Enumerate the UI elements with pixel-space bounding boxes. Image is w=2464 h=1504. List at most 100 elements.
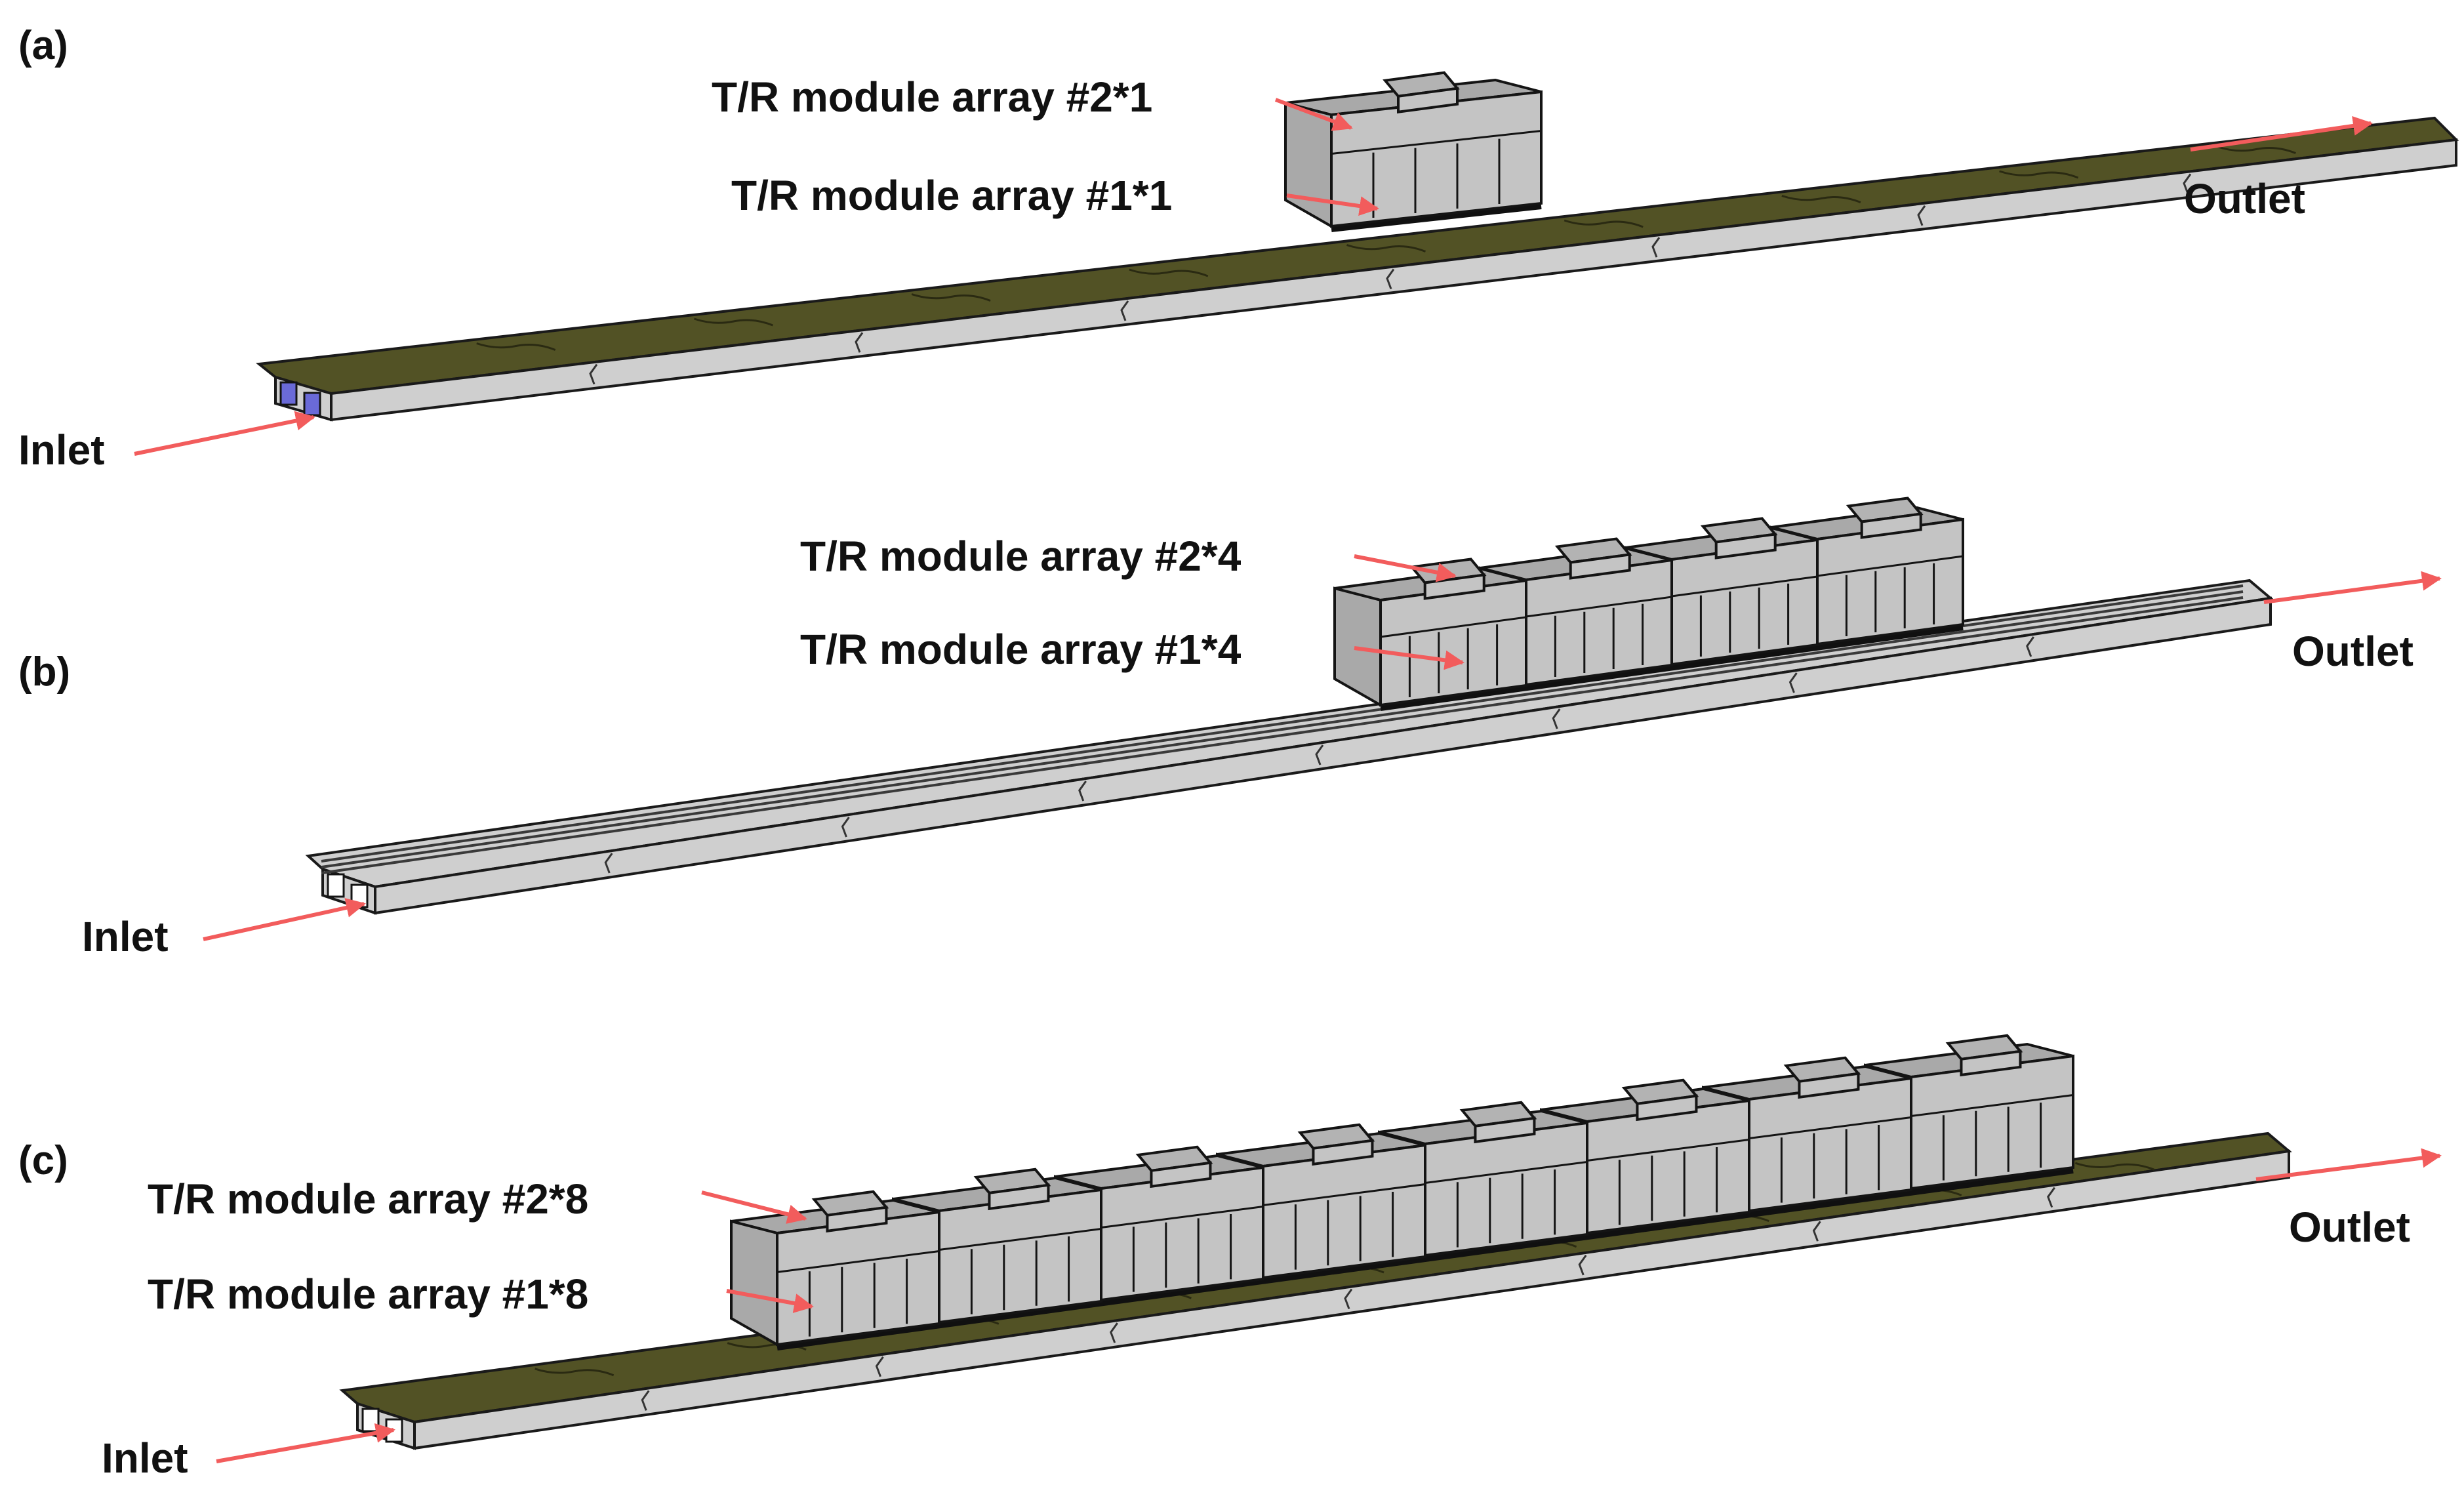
plate-side-face — [374, 596, 2272, 915]
panel-b-array2-label: T/R module array #2*4 — [800, 533, 1242, 580]
side-seam — [855, 332, 864, 353]
module-cap-side — [1636, 1094, 1698, 1122]
module-front-face — [1262, 1143, 1426, 1280]
panel-c-inlet-arrow — [216, 1423, 395, 1463]
inlet-port — [303, 392, 321, 417]
side-seam — [875, 1356, 884, 1377]
surface-detail — [693, 317, 773, 327]
panel-a-array1-arrow — [1286, 193, 1379, 216]
panel-b-tag: (b) — [18, 649, 70, 695]
inlet-port — [361, 1408, 380, 1433]
panel-a-array2-label: T/R module array #2*1 — [712, 73, 1152, 121]
surface-detail — [1781, 195, 1861, 203]
module-cap-side — [1397, 87, 1459, 114]
module-band — [1525, 596, 1672, 618]
module-cap-side — [1312, 1139, 1374, 1166]
module-band — [1586, 1139, 1750, 1162]
module-cap-side — [1150, 1161, 1212, 1189]
surface-detail — [911, 293, 991, 302]
side-seam — [1552, 708, 1561, 729]
side-seam — [641, 1390, 650, 1411]
module-cap-side — [1960, 1049, 2022, 1077]
module-band — [1671, 575, 1818, 598]
panel-a-array1-label: T/R module array #1*1 — [731, 172, 1172, 219]
flow-channel — [321, 596, 2244, 874]
panel-b-cold-plate — [305, 579, 2274, 915]
module-array-base — [1380, 624, 1964, 711]
panel-c-array2-arrow — [701, 1190, 807, 1224]
surface-detail — [2074, 1162, 2154, 1171]
side-seam — [589, 363, 598, 385]
module-front-face — [776, 1210, 940, 1347]
side-seam — [1917, 205, 1926, 226]
module-array-base — [777, 1167, 2074, 1351]
module-band — [1424, 1161, 1588, 1184]
module-front-face — [1670, 538, 1819, 666]
module-band — [1331, 130, 1542, 155]
side-seam — [604, 853, 613, 874]
module-band — [939, 1228, 1102, 1251]
panel-b-array1-arrow — [1354, 646, 1464, 670]
side-seam — [1386, 268, 1395, 290]
module-band — [1748, 1116, 1912, 1139]
module-cap-side — [988, 1183, 1050, 1211]
side-seam — [1120, 300, 1129, 321]
surface-detail — [535, 1368, 615, 1377]
panel-a-array2-arrow — [1274, 98, 1353, 131]
module-front-face — [1910, 1054, 2074, 1190]
side-seam — [1344, 1288, 1353, 1310]
side-seam — [1078, 781, 1087, 802]
module-cap-side — [1569, 553, 1631, 580]
inlet-port — [327, 873, 345, 898]
module-cap-side — [1860, 512, 1922, 539]
panel-c-array1-label: T/R module array #1*8 — [148, 1270, 588, 1318]
module-front-face — [1748, 1076, 1912, 1213]
module-end-face — [1284, 101, 1333, 229]
module-front-face — [1525, 558, 1673, 687]
module-end-face — [730, 1219, 778, 1347]
side-seam — [2026, 636, 2034, 657]
panel-c-inlet-label: Inlet — [102, 1434, 188, 1482]
surface-detail — [476, 342, 556, 351]
panel-c: (c) T/R module array #2*8 T/R module arr… — [18, 1034, 2442, 1482]
side-seam — [841, 817, 850, 838]
module-front-face — [1100, 1166, 1264, 1302]
module-band — [1101, 1206, 1264, 1229]
surface-detail — [1129, 268, 1209, 277]
panel-c-outlet-label: Outlet — [2289, 1204, 2410, 1251]
panel-c-module-array — [730, 1034, 2074, 1351]
panel-c-array2-label: T/R module array #2*8 — [148, 1175, 588, 1223]
panel-b-array1-label: T/R module array #1*4 — [800, 626, 1242, 673]
panel-a-cold-plate — [255, 116, 2459, 422]
side-seam — [1812, 1221, 1821, 1242]
side-seam — [1651, 237, 1661, 258]
flow-channel — [321, 590, 2244, 868]
side-seam — [1315, 744, 1324, 765]
module-cap-side — [1798, 1072, 1860, 1099]
panel-a-inlet-label: Inlet — [18, 426, 105, 474]
panel-c-array1-arrow — [726, 1289, 814, 1313]
panel-a-module-array — [1284, 71, 1543, 232]
surface-detail — [2216, 146, 2296, 154]
module-front-face — [1330, 90, 1543, 228]
module-band — [1262, 1183, 1426, 1206]
surface-detail — [1346, 244, 1426, 253]
panel-b-inlet-label: Inlet — [82, 913, 169, 960]
module-band — [1380, 616, 1527, 638]
panel-a-inlet-arrow — [134, 411, 315, 456]
module-front-face — [1424, 1121, 1588, 1257]
module-band — [777, 1250, 940, 1273]
panel-a: (a) T/R module array #2*1 T/R module arr… — [18, 23, 2459, 474]
panel-c-tag: (c) — [18, 1138, 68, 1183]
module-cap-side — [1714, 533, 1777, 559]
side-seam — [1578, 1255, 1587, 1276]
side-seam — [1788, 672, 1798, 693]
panel-a-tag: (a) — [18, 23, 68, 68]
panel-b-outlet-label: Outlet — [2292, 628, 2414, 675]
panel-a-outlet-arrow — [2190, 116, 2373, 152]
module-array-base — [1331, 203, 1542, 232]
panel-b-array2-arrow — [1354, 554, 1457, 582]
panel-b-inlet-arrow — [203, 898, 366, 941]
